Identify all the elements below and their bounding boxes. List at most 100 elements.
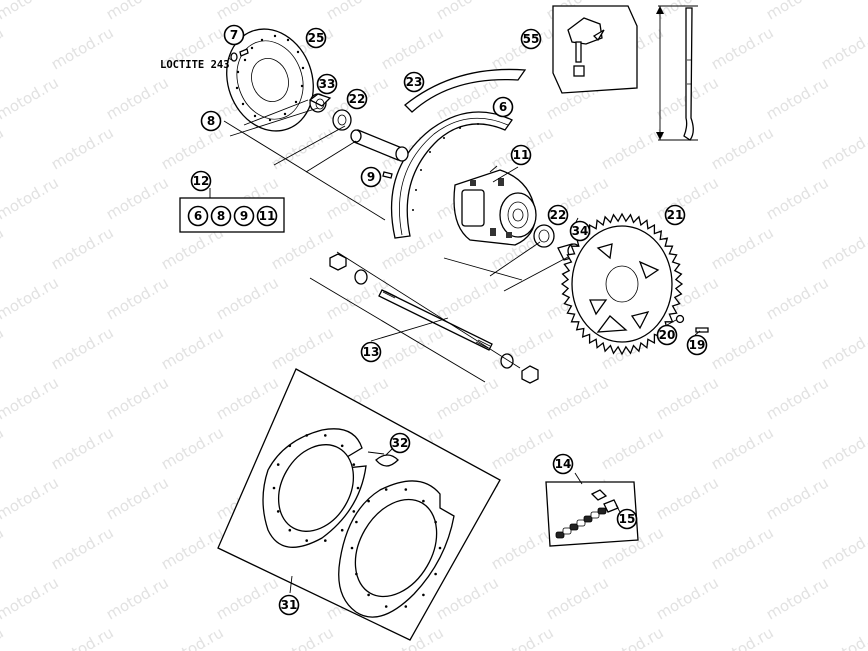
mounting-hole <box>367 499 370 503</box>
watermark-text: motod.ru <box>543 373 612 423</box>
watermark-text: motod.ru <box>763 273 832 323</box>
watermark-text: motod.ru <box>543 573 612 623</box>
watermark-text: motod.ru <box>48 623 117 651</box>
mounting-hole <box>324 539 327 542</box>
watermark-text: motod.ru <box>0 123 7 173</box>
svg-text:31: 31 <box>281 598 298 612</box>
callout-19: 19 <box>686 334 708 356</box>
watermark-text: motod.ru <box>158 523 227 573</box>
watermark-text: motod.ru <box>488 423 557 473</box>
svg-text:21: 21 <box>667 208 684 222</box>
watermark-text: motod.ru <box>708 523 777 573</box>
watermark-text: motod.ru <box>708 323 777 373</box>
watermark-text: motod.ru <box>378 323 447 373</box>
bearing-22-left <box>332 109 352 131</box>
svg-text:22: 22 <box>349 92 366 106</box>
mounting-hole <box>305 434 309 437</box>
callout-22-left: 22 <box>346 88 368 110</box>
watermark-text: motod.ru <box>48 323 117 373</box>
watermark-text: motod.ru <box>103 473 172 523</box>
group-item-9: 9 <box>233 205 255 227</box>
watermark-text: motod.ru <box>488 323 557 373</box>
leader-lines <box>209 99 701 594</box>
valve-kit-55 <box>552 5 638 94</box>
bearing-22-right <box>533 224 555 248</box>
svg-text:13: 13 <box>363 345 380 359</box>
chain-link <box>576 519 586 527</box>
mounting-hole <box>404 488 408 491</box>
watermark-text: motod.ru <box>103 0 172 23</box>
washer-axle-right <box>500 353 514 369</box>
svg-text:8: 8 <box>207 114 215 128</box>
watermark-text: motod.ru <box>818 423 868 473</box>
watermark-text: motod.ru <box>213 573 282 623</box>
watermark-text: motod.ru <box>103 173 172 223</box>
watermark-text: motod.ru <box>0 473 62 523</box>
callout-32: 32 <box>389 432 411 454</box>
chain-kit-14 <box>545 481 639 547</box>
svg-text:9: 9 <box>367 170 375 184</box>
disc-right <box>338 480 455 618</box>
watermark-text: motod.ru <box>763 173 832 223</box>
callout-13: 13 <box>360 341 382 363</box>
watermark-text: motod.ru <box>433 373 502 423</box>
watermark-text: motod.ru <box>378 23 447 73</box>
callout-7: 7 <box>223 24 245 46</box>
watermark-text: motod.ru <box>158 323 227 373</box>
watermark-text: motod.ru <box>0 273 62 323</box>
mounting-hole <box>438 546 442 550</box>
mounting-hole <box>324 434 327 437</box>
chain-link <box>562 527 572 535</box>
watermark-text: motod.ru <box>488 23 557 73</box>
screw-9 <box>382 171 393 179</box>
watermark-text: motod.ru <box>0 223 7 273</box>
mounting-hole <box>404 605 408 608</box>
watermark-text: motod.ru <box>0 323 7 373</box>
callout-21: 21 <box>664 204 686 226</box>
callout-14: 14 <box>552 453 574 475</box>
watermark-text: motod.ru <box>48 523 117 573</box>
watermark-text: motod.ru <box>598 623 667 651</box>
watermark-text: motod.ru <box>268 623 337 651</box>
watermark-text: motod.ru <box>213 273 282 323</box>
watermark-text: motod.ru <box>653 373 722 423</box>
clip-32 <box>367 451 399 467</box>
watermark-text: motod.ru <box>48 223 117 273</box>
mounting-hole <box>288 528 292 532</box>
chain-link <box>583 515 593 523</box>
watermark-text: motod.ru <box>818 123 868 173</box>
mounting-hole <box>384 605 388 608</box>
chain-link <box>569 523 579 531</box>
svg-text:12: 12 <box>193 174 210 188</box>
watermark-text: motod.ru <box>103 273 172 323</box>
svg-text:20: 20 <box>659 328 676 342</box>
svg-text:14: 14 <box>555 457 572 471</box>
watermark-text: motod.ru <box>0 523 7 573</box>
svg-text:55: 55 <box>523 32 540 46</box>
watermark-text: motod.ru <box>598 123 667 173</box>
watermark-text: motod.ru <box>0 73 62 123</box>
watermark-text: motod.ru <box>0 423 7 473</box>
watermark-text: motod.ru <box>818 223 868 273</box>
watermark-text: motod.ru <box>268 323 337 373</box>
watermark-text: motod.ru <box>708 223 777 273</box>
sprocket-21 <box>560 212 684 356</box>
mounting-hole <box>434 572 437 576</box>
svg-text:25: 25 <box>308 31 325 45</box>
watermark-text: motod.ru <box>0 573 62 623</box>
brake-disc-25 <box>226 28 314 132</box>
watermark-text: motod.ru <box>818 323 868 373</box>
mounting-hole <box>352 510 356 513</box>
mounting-hole <box>356 486 360 490</box>
svg-text:11: 11 <box>259 209 276 223</box>
watermark-text: motod.ru <box>433 0 502 23</box>
watermark-text: motod.ru <box>708 123 777 173</box>
watermark-text: motod.ru <box>323 173 392 223</box>
svg-text:9: 9 <box>240 209 248 223</box>
mounting-hole <box>422 593 425 597</box>
group-item-8: 8 <box>210 205 232 227</box>
svg-text:15: 15 <box>619 512 636 526</box>
loctite-label: LOCTITE 243 <box>160 59 230 71</box>
mounting-hole <box>305 539 309 542</box>
mounting-hole <box>288 444 292 448</box>
